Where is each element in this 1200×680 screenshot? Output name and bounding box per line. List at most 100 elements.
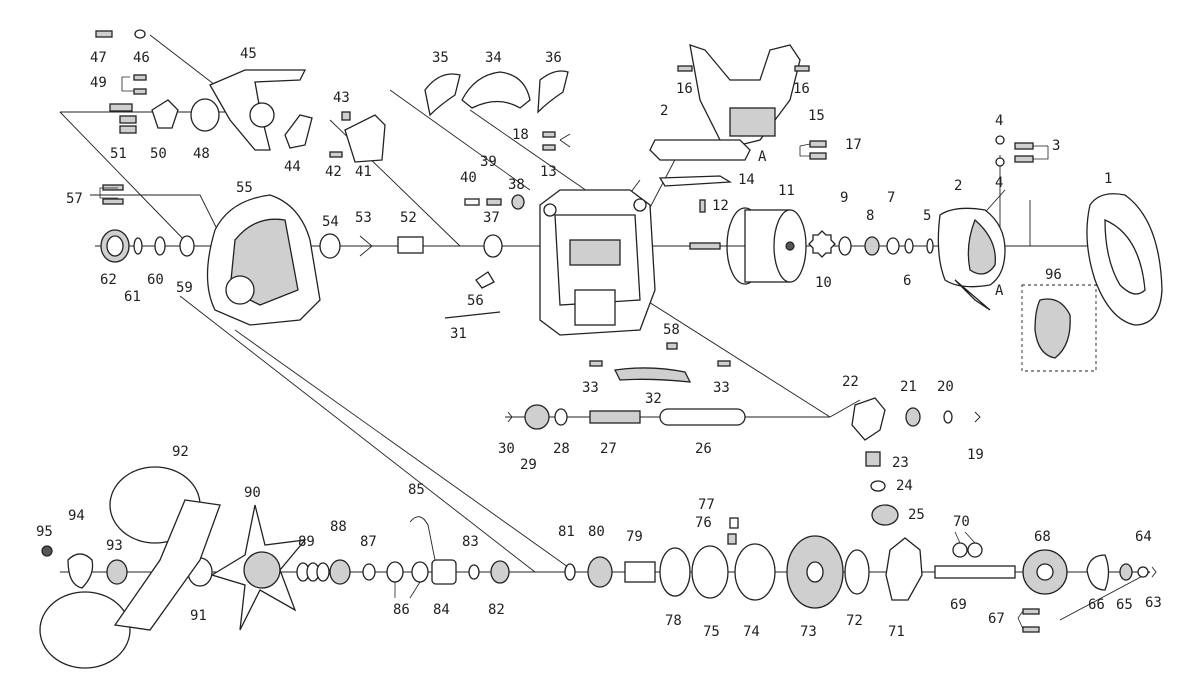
ring-86a bbox=[386, 561, 404, 583]
clip-14 bbox=[658, 175, 733, 187]
cover-15 bbox=[689, 44, 801, 146]
callout-26: 26 bbox=[695, 441, 712, 457]
cap-25 bbox=[871, 504, 899, 526]
part-39 bbox=[486, 198, 502, 206]
detail-box-96 bbox=[1021, 284, 1097, 372]
part-23 bbox=[865, 451, 881, 467]
sleeve-79 bbox=[624, 561, 656, 583]
callout-27: 27 bbox=[600, 441, 617, 457]
clip-19 bbox=[974, 411, 981, 423]
callout-83: 83 bbox=[462, 534, 479, 550]
parts bbox=[39, 29, 1163, 669]
leaders bbox=[99, 76, 1049, 630]
callout-94: 94 bbox=[68, 508, 85, 524]
screws-17 bbox=[809, 140, 827, 160]
clip-30 bbox=[507, 411, 513, 423]
bearing-28 bbox=[554, 408, 568, 426]
callout-96: 96 bbox=[1045, 267, 1062, 283]
callout-51: 51 bbox=[110, 146, 127, 162]
callout-3: 3 bbox=[1052, 138, 1060, 154]
handle-92 bbox=[39, 466, 221, 669]
callout-80: 80 bbox=[588, 524, 605, 540]
ring-78 bbox=[659, 547, 691, 597]
spring-85 bbox=[409, 516, 436, 561]
cover-insert-96 bbox=[1034, 298, 1071, 359]
callout-40: 40 bbox=[460, 170, 477, 186]
washer-24 bbox=[870, 480, 886, 492]
callout-24: 24 bbox=[896, 478, 913, 494]
washer-87 bbox=[362, 563, 376, 581]
ring-86b bbox=[411, 561, 429, 583]
callout-44: 44 bbox=[284, 159, 301, 175]
callout-18: 18 bbox=[512, 127, 529, 143]
bearing-8 bbox=[864, 236, 880, 256]
callout-42: 42 bbox=[325, 164, 342, 180]
callout-10: 10 bbox=[815, 275, 832, 291]
callout-23: 23 bbox=[892, 455, 909, 471]
callout-33b: 33 bbox=[713, 380, 730, 396]
callout-78: 78 bbox=[665, 613, 682, 629]
pin-12 bbox=[699, 199, 706, 213]
callout-85: 85 bbox=[408, 482, 425, 498]
callout-32: 32 bbox=[645, 391, 662, 407]
callout-17: 17 bbox=[845, 137, 862, 153]
clip-63 bbox=[1151, 566, 1157, 578]
screw-49b bbox=[133, 88, 147, 95]
part-50 bbox=[151, 99, 179, 129]
part-38 bbox=[511, 194, 525, 210]
callout-25: 25 bbox=[908, 507, 925, 523]
callout-38: 38 bbox=[508, 177, 525, 193]
plate-41 bbox=[344, 114, 386, 163]
callout-11: 11 bbox=[778, 183, 795, 199]
springs-51 bbox=[109, 103, 137, 134]
callout-92: 92 bbox=[172, 444, 189, 460]
washer-83 bbox=[468, 564, 480, 580]
bearing-80 bbox=[587, 556, 613, 588]
callout-30: 30 bbox=[498, 441, 515, 457]
callout-64: 64 bbox=[1135, 529, 1152, 545]
ring-81 bbox=[564, 563, 576, 581]
callout-49: 49 bbox=[90, 75, 107, 91]
callout-53: 53 bbox=[355, 210, 372, 226]
plate-66 bbox=[1086, 554, 1110, 591]
screw-67b bbox=[1022, 626, 1040, 633]
callout-57: 57 bbox=[66, 191, 83, 207]
callout-72: 72 bbox=[846, 613, 863, 629]
callout-69: 69 bbox=[950, 597, 967, 613]
bearing-37 bbox=[483, 234, 503, 258]
part-40 bbox=[464, 198, 480, 206]
screw-57b bbox=[102, 198, 124, 205]
washer-4a bbox=[995, 135, 1005, 145]
callout-68: 68 bbox=[1034, 529, 1051, 545]
washer-20 bbox=[943, 410, 953, 424]
callout-15: 15 bbox=[808, 108, 825, 124]
plate-2-upper bbox=[649, 139, 751, 161]
lever-44 bbox=[284, 114, 313, 149]
callout-13: 13 bbox=[540, 164, 557, 180]
callout-73: 73 bbox=[800, 624, 817, 640]
washer-60 bbox=[154, 236, 166, 256]
callout-37: 37 bbox=[483, 210, 500, 226]
shaft-69 bbox=[934, 565, 1016, 579]
screws-16 bbox=[677, 65, 810, 72]
part-48 bbox=[190, 98, 220, 132]
part-52 bbox=[397, 236, 424, 254]
callout-29: 29 bbox=[520, 457, 537, 473]
callout-76: 76 bbox=[695, 515, 712, 531]
callout-22: 22 bbox=[842, 374, 859, 390]
cap-35 bbox=[424, 73, 461, 117]
spool-11 bbox=[689, 207, 807, 285]
callout-70: 70 bbox=[953, 514, 970, 530]
screw-67a bbox=[1022, 608, 1040, 615]
callout-82: 82 bbox=[488, 602, 505, 618]
callout-79: 79 bbox=[626, 529, 643, 545]
rod-31 bbox=[444, 311, 501, 319]
ring-61 bbox=[133, 237, 143, 255]
callout-50: 50 bbox=[150, 146, 167, 162]
washer-89c bbox=[316, 562, 330, 582]
ring-70b bbox=[967, 542, 983, 558]
callout-16a: 16 bbox=[676, 81, 693, 97]
callout-66: 66 bbox=[1088, 597, 1105, 613]
screw-47 bbox=[95, 30, 113, 38]
